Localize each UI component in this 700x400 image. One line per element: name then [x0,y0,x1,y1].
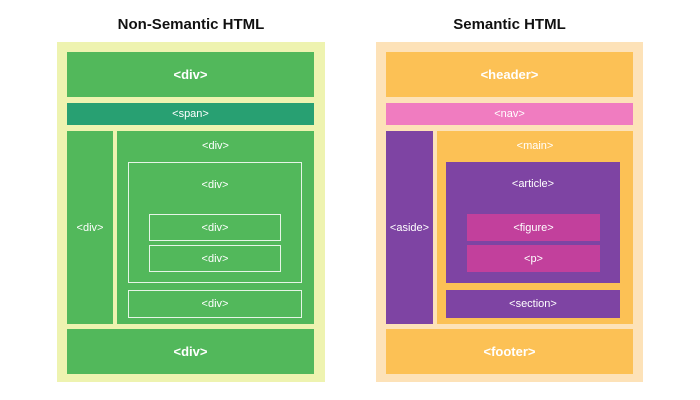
nav-label: <nav> [494,108,525,120]
figure-box: <figure> [467,214,600,241]
header-label: <header> [480,67,539,82]
left-inner-div: <div> [128,162,302,283]
left-span: <span> [67,103,314,125]
footer-box: <footer> [386,329,633,374]
left-lower-div-label: <div> [201,298,229,310]
main-label: <main> [516,140,554,152]
nav-box: <nav> [386,103,633,125]
section-label: <section> [509,298,557,310]
section-box: <section> [446,290,620,318]
semantic-title: Semantic HTML [453,16,566,33]
article-label: <article> [511,178,555,190]
aside-box: <aside> [386,131,433,324]
left-lower-div: <div> [128,290,302,318]
p-box: <p> [467,245,600,272]
left-inner-div-b: <div> [149,245,281,272]
left-side-div-label: <div> [76,221,104,234]
aside-label: <aside> [389,221,430,234]
left-top-div-label: <div> [173,67,208,82]
left-bottom-div-label: <div> [173,344,208,359]
left-side-div: <div> [67,131,113,324]
left-inner-div-a: <div> [149,214,281,241]
left-outer-div-label: <div> [202,140,229,152]
header-box: <header> [386,52,633,97]
figure-label: <figure> [513,221,554,234]
left-inner-div-label: <div> [201,179,229,191]
p-label: <p> [524,252,543,265]
left-bottom-div: <div> [67,329,314,374]
left-span-label: <span> [172,108,209,120]
non-semantic-title: Non-Semantic HTML [117,16,265,33]
left-top-div: <div> [67,52,314,97]
left-inner-div-a-label: <div> [201,221,229,234]
footer-label: <footer> [483,344,536,359]
left-inner-div-b-label: <div> [201,252,229,265]
